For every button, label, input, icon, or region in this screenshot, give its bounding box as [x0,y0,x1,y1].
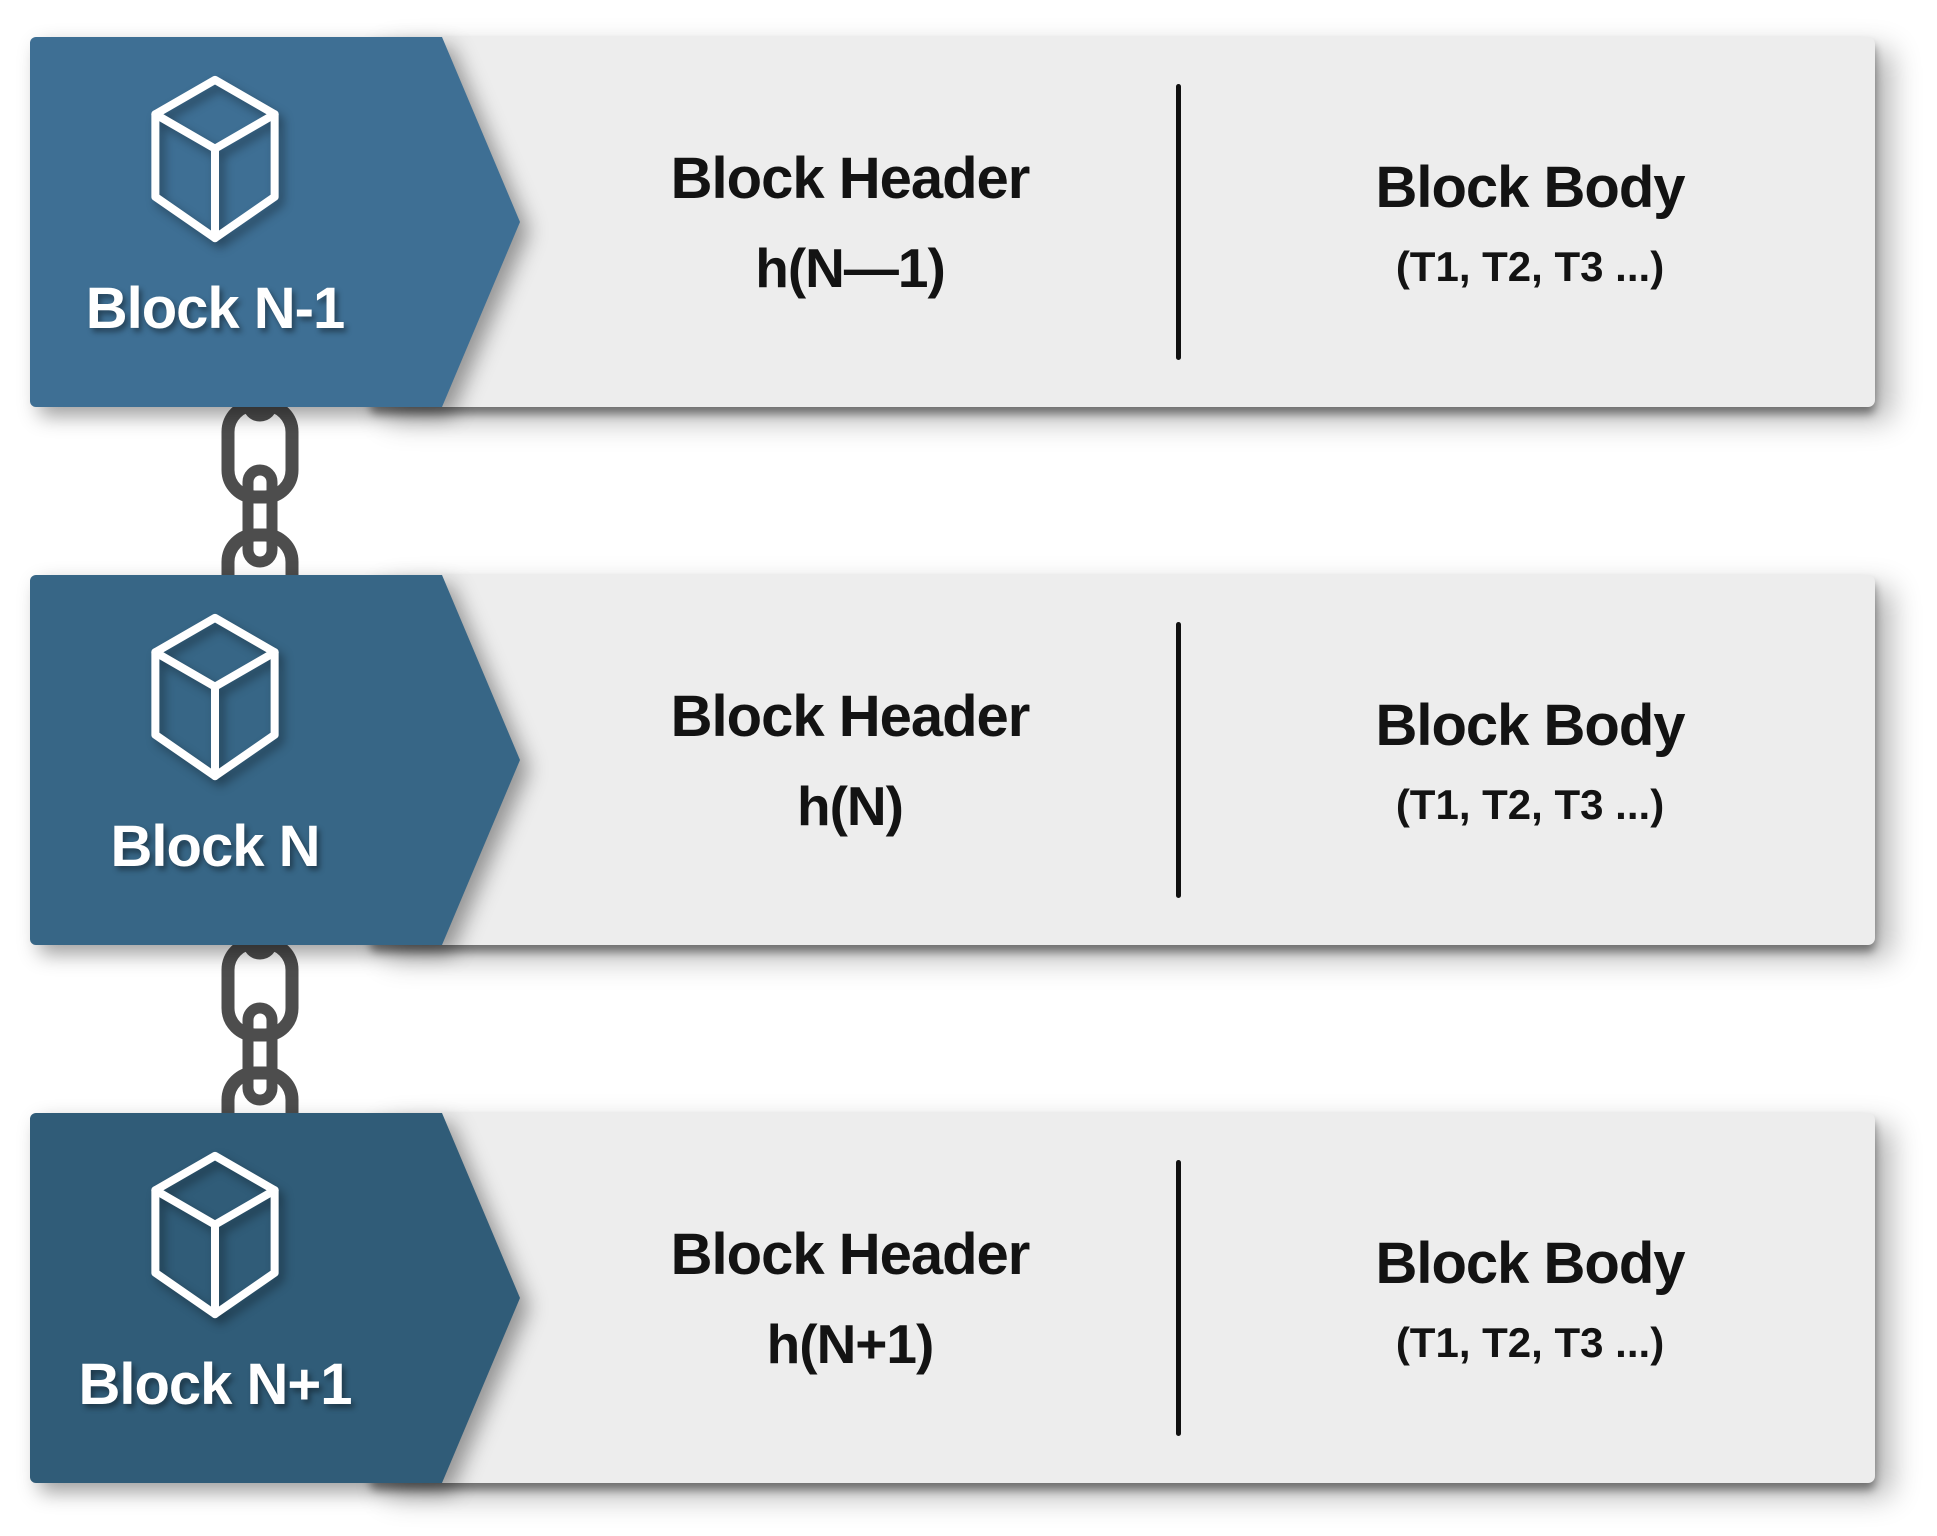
block-header-hash: h(N) [797,774,904,837]
block-row-n-minus-1: Block Header h(N—1) Block Body (T1, T2, … [30,37,1875,407]
block-label: Block N-1 [85,276,346,341]
block-body-transactions: (T1, T2, T3 ...) [1395,780,1665,828]
block-header-hash: h(N—1) [755,236,946,299]
block-row-n-plus-1: Block Header h(N+1) Block Body (T1, T2, … [30,1113,1875,1483]
block-label-pennant: Block N-1 [30,37,520,407]
block-body-section: Block Body (T1, T2, T3 ...) [1190,575,1870,945]
block-label-pennant: Block N+1 [30,1113,520,1483]
block-label: Block N+1 [78,1352,352,1417]
cube-icon [151,1151,279,1319]
block-body-transactions: (T1, T2, T3 ...) [1395,242,1665,290]
chain-link-icon [221,930,299,1134]
block-plate [370,37,1875,407]
block-header-section: Block Header h(N+1) [530,1113,1170,1483]
block-row-n: Block Header h(N) Block Body (T1, T2, T3… [30,575,1875,945]
block-body-transactions: (T1, T2, T3 ...) [1395,1318,1665,1366]
header-body-divider [1176,84,1181,360]
block-label: Block N [110,814,321,879]
block-body-section: Block Body (T1, T2, T3 ...) [1190,1113,1870,1483]
block-header-hash: h(N+1) [766,1312,935,1375]
block-header-title: Block Header [670,1221,1031,1287]
block-body-section: Block Body (T1, T2, T3 ...) [1190,37,1870,407]
block-body-title: Block Body [1375,154,1685,220]
block-header-title: Block Header [670,145,1031,211]
block-plate [370,1113,1875,1483]
header-body-divider [1176,1160,1181,1436]
cube-icon [151,613,279,781]
block-plate [370,575,1875,945]
block-label-pennant: Block N [30,575,520,945]
block-body-title: Block Body [1375,692,1685,758]
block-body-title: Block Body [1375,1230,1685,1296]
block-header-section: Block Header h(N—1) [530,37,1170,407]
chain-link-icon [221,392,299,596]
block-header-title: Block Header [670,683,1031,749]
block-header-section: Block Header h(N) [530,575,1170,945]
header-body-divider [1176,622,1181,898]
cube-icon [151,75,279,243]
